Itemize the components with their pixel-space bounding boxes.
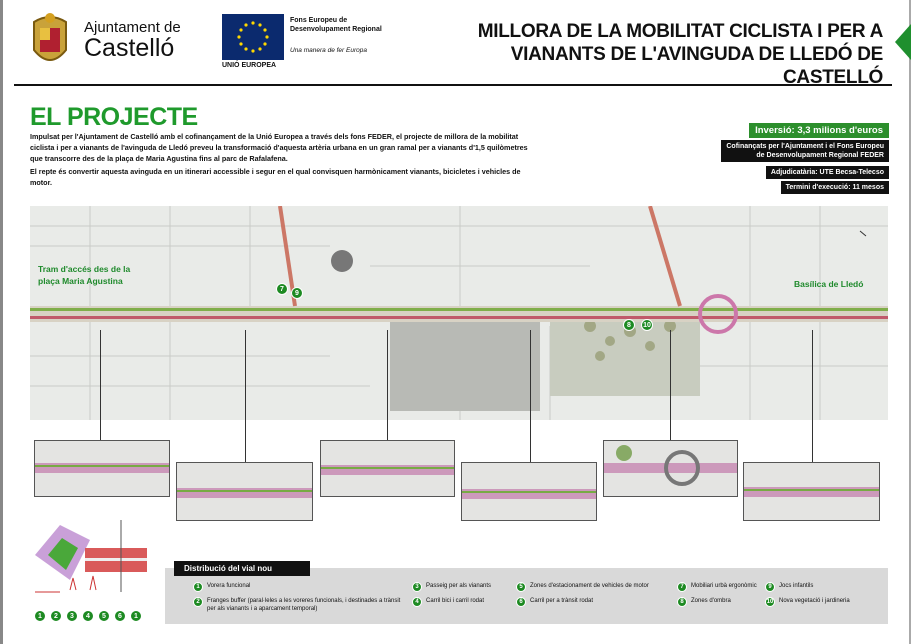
callout-line xyxy=(387,330,388,440)
header-divider xyxy=(14,84,892,86)
callout-line xyxy=(530,330,531,462)
map-marker: 7 xyxy=(276,283,288,295)
page-title: MILLORA DE LA MOBILITAT CICLISTA I PER A… xyxy=(477,21,884,88)
street-cross-section-diagram xyxy=(35,520,147,593)
eu-caption: UNIÓ EUROPEA xyxy=(222,62,277,69)
contractor-badge: Adjudicatària: UTE Becsa-Telecso xyxy=(765,166,889,179)
section-number: 1 xyxy=(34,610,46,622)
section-number-row: 1 2 3 4 5 6 1 xyxy=(34,610,142,622)
map-marker: 8 xyxy=(623,319,635,331)
section-thumbnail-2 xyxy=(176,462,313,521)
section-heading: EL PROJECTE xyxy=(30,103,198,131)
section-number: 1 xyxy=(130,610,142,622)
map-label-basilica: Basílica de Lledó xyxy=(794,279,864,289)
arrow-icon xyxy=(895,24,911,60)
callout-line xyxy=(245,330,246,462)
section-thumbnail-4 xyxy=(461,462,597,521)
section-thumbnail-5 xyxy=(603,440,738,497)
section-number: 6 xyxy=(114,610,126,622)
section-thumbnail-6 xyxy=(743,462,880,521)
section-thumbnail-1 xyxy=(34,440,170,497)
section-number: 2 xyxy=(50,610,62,622)
eu-flag-logo xyxy=(222,14,284,60)
callout-line xyxy=(100,330,101,440)
castello-coat-of-arms-logo xyxy=(33,13,67,61)
map-marker: 9 xyxy=(291,287,303,299)
callout-line xyxy=(812,330,813,462)
map-marker: 10 xyxy=(641,319,653,331)
legend-title: Distribució del vial nou xyxy=(174,561,310,576)
section-number: 3 xyxy=(66,610,78,622)
avenue-plan-map xyxy=(30,206,888,420)
legend-panel xyxy=(165,568,888,624)
term-badge: Termini d'execució: 11 mesos xyxy=(780,181,889,194)
cofinancing-badge: Cofinançats per l'Ajuntament i el Fons E… xyxy=(721,140,889,162)
callout-line xyxy=(670,330,671,440)
investment-badge: Inversió: 3,3 milions d'euros xyxy=(749,123,889,138)
section-number: 5 xyxy=(98,610,110,622)
section-number: 4 xyxy=(82,610,94,622)
project-description: Impulsat per l'Ajuntament de Castelló am… xyxy=(30,132,528,187)
section-thumbnail-3 xyxy=(320,440,455,497)
